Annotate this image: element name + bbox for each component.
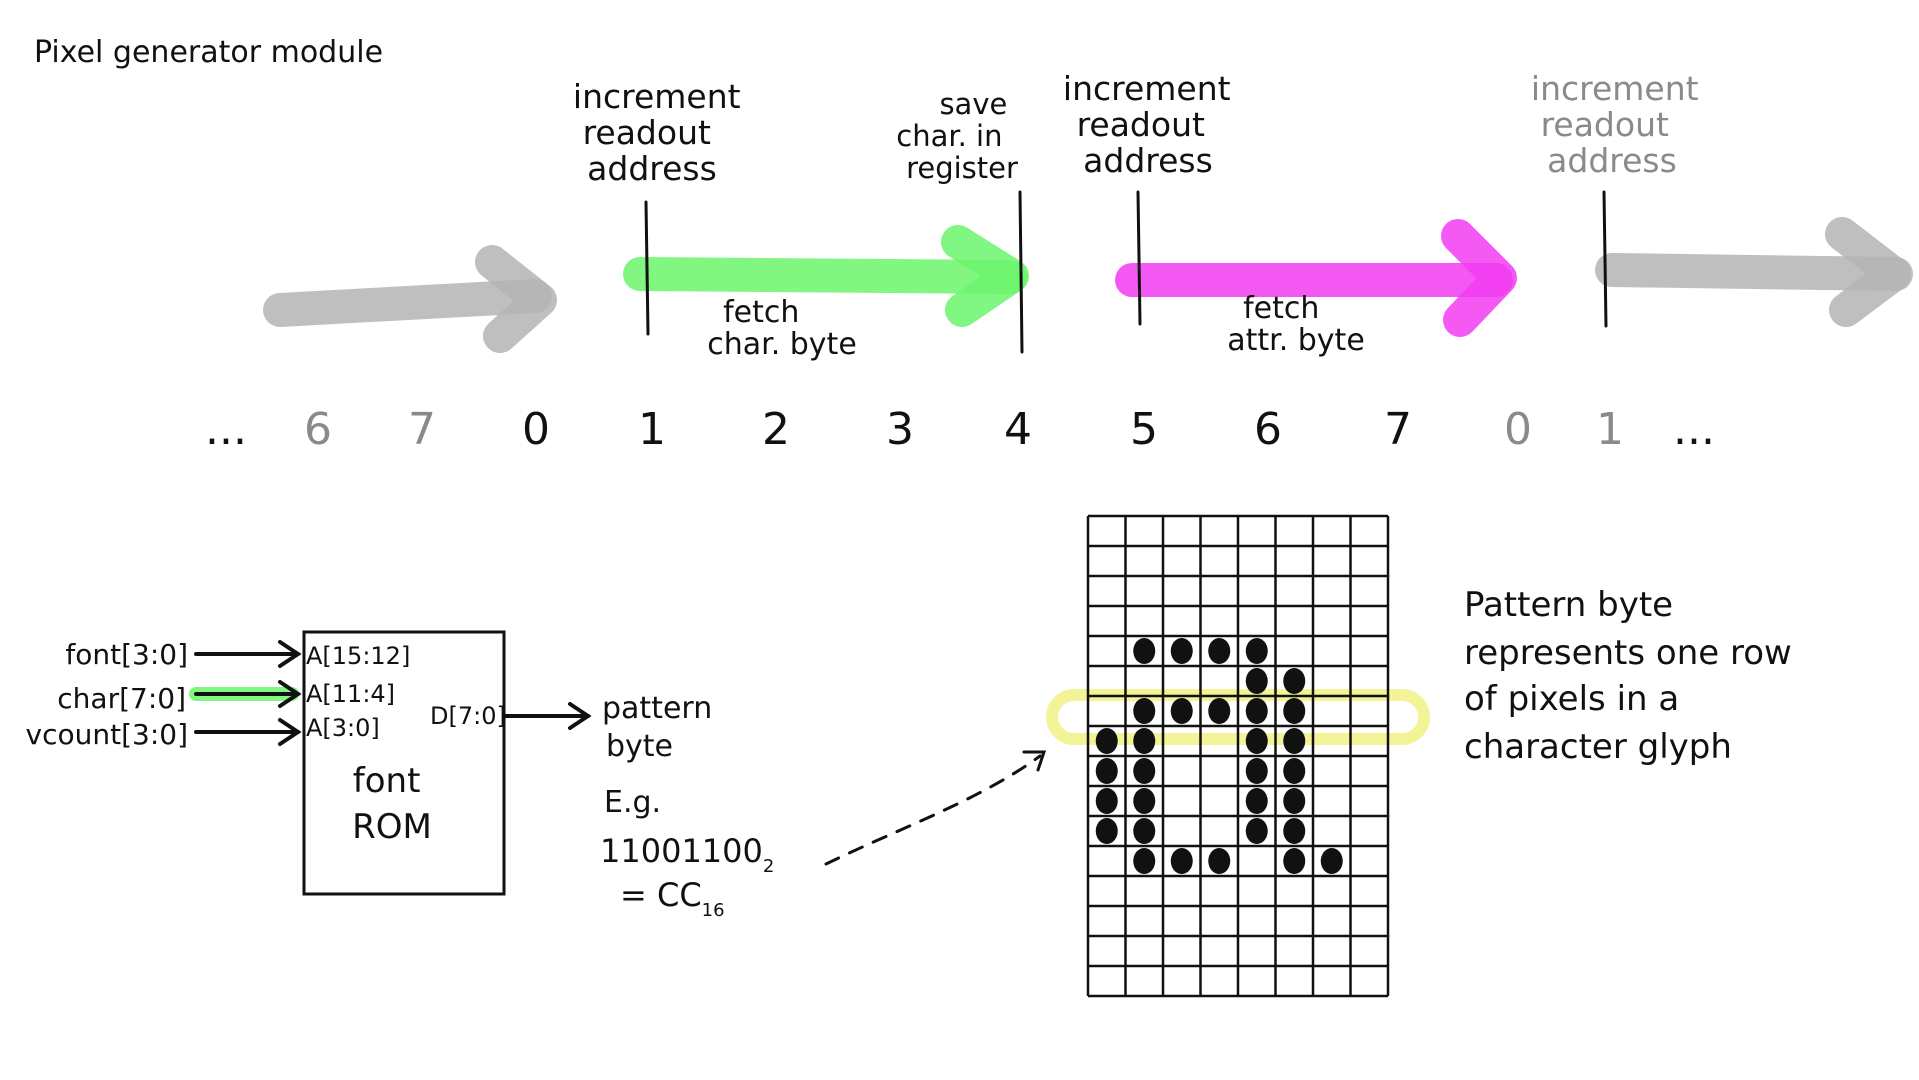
glyph-pixel — [1133, 728, 1156, 754]
input-char: char[7:0] — [57, 682, 186, 715]
port-a3-0: A[3:0] — [306, 714, 380, 742]
input-vcount: vcount[3:0] — [26, 718, 188, 751]
pink-arrow-fetch-attr — [1115, 219, 1517, 337]
timeline-markers — [644, 190, 1608, 354]
port-a11-4: A[11:4] — [306, 680, 395, 708]
port-d7-0: D[7:0] — [430, 702, 506, 730]
timeline-step-11: 0 — [1504, 404, 1532, 455]
glyph-pixel — [1170, 698, 1193, 724]
hex-value: = CC16 — [620, 876, 725, 921]
glyph-pixel — [1133, 788, 1156, 814]
glyph-pixel — [1245, 698, 1268, 724]
glyph-pixel — [1095, 758, 1118, 784]
glyph-note: Pattern byte represents one row of pixel… — [1464, 585, 1803, 767]
marker-save — [1018, 190, 1024, 354]
glyph-pixel — [1133, 758, 1156, 784]
glyph-pixel — [1283, 728, 1306, 754]
port-a15-12: A[15:12] — [306, 642, 410, 670]
timeline-step-0: ... — [205, 404, 247, 455]
font-rom-label: font ROM — [352, 761, 432, 847]
label-increment-2: increment readout address — [1063, 69, 1241, 180]
timeline-step-7: 4 — [1004, 404, 1032, 455]
glyph-pixel — [1245, 638, 1268, 664]
marker-increment-3 — [1602, 190, 1608, 328]
timeline-step-10: 7 — [1384, 404, 1412, 455]
label-increment-3: increment readout address — [1531, 69, 1709, 180]
glyph-pixel — [1283, 818, 1306, 844]
binary-value: 110011002 — [600, 832, 774, 877]
label-fetch-char: fetch char. byte — [707, 295, 857, 362]
glyph-pixel — [1245, 728, 1268, 754]
glyph-pixel — [1283, 788, 1306, 814]
glyph-pixel — [1208, 638, 1231, 664]
label-increment-1: increment readout address — [573, 77, 751, 188]
glyph-pixel — [1283, 758, 1306, 784]
glyph-pixel — [1170, 848, 1193, 874]
glyph-pixel — [1245, 668, 1268, 694]
output-label: pattern byte — [602, 691, 722, 764]
glyph-pixel — [1095, 728, 1118, 754]
glyph-pixel — [1208, 848, 1231, 874]
green-arrow-fetch-char — [623, 225, 1029, 327]
glyph-pixel — [1245, 758, 1268, 784]
timeline-step-3: 0 — [522, 404, 550, 455]
grey-arrow-right — [1595, 217, 1913, 327]
timeline-step-12: 1 — [1596, 404, 1624, 455]
input-font: font[3:0] — [65, 638, 188, 671]
timeline-counter: ... 6 7 0 1 2 3 4 5 6 7 0 1... — [205, 404, 1715, 455]
glyph-grid — [1046, 514, 1430, 998]
glyph-pixel — [1320, 848, 1343, 874]
glyph-pixel — [1283, 848, 1306, 874]
glyph-pixel — [1095, 818, 1118, 844]
timeline-step-9: 6 — [1254, 404, 1282, 455]
glyph-pixel — [1208, 698, 1231, 724]
glyph-pixel — [1245, 818, 1268, 844]
dashed-arrow — [824, 754, 1042, 866]
glyph-pixel — [1095, 788, 1118, 814]
timeline-step-13: ... — [1673, 404, 1715, 455]
timeline-step-8: 5 — [1130, 404, 1158, 455]
font-rom-box — [302, 630, 506, 896]
glyph-pixel — [1170, 638, 1193, 664]
timeline-step-5: 2 — [762, 404, 790, 455]
timeline-step-4: 1 — [638, 404, 666, 455]
glyph-pixel — [1133, 638, 1156, 664]
label-save-register: save char. in register — [896, 87, 1018, 185]
example-label: E.g. — [604, 785, 661, 820]
marker-increment-1 — [644, 200, 650, 336]
timeline-step-2: 7 — [408, 404, 436, 455]
grey-arrow-left — [263, 245, 557, 353]
marker-increment-2 — [1136, 190, 1142, 326]
rom-inputs: font[3:0] char[7:0] vcount[3:0] — [26, 638, 302, 751]
glyph-pixel — [1283, 668, 1306, 694]
label-fetch-attr: fetch attr. byte — [1227, 291, 1365, 358]
glyph-pixel — [1133, 848, 1156, 874]
glyph-pixel — [1283, 698, 1306, 724]
glyph-pixel — [1133, 698, 1156, 724]
diagram-title: Pixel generator module — [34, 35, 383, 70]
timeline-arrows — [263, 217, 1913, 353]
timeline-step-1: 6 — [304, 404, 332, 455]
timeline-step-6: 3 — [886, 404, 914, 455]
glyph-pixel — [1133, 818, 1156, 844]
glyph-pixel — [1245, 788, 1268, 814]
